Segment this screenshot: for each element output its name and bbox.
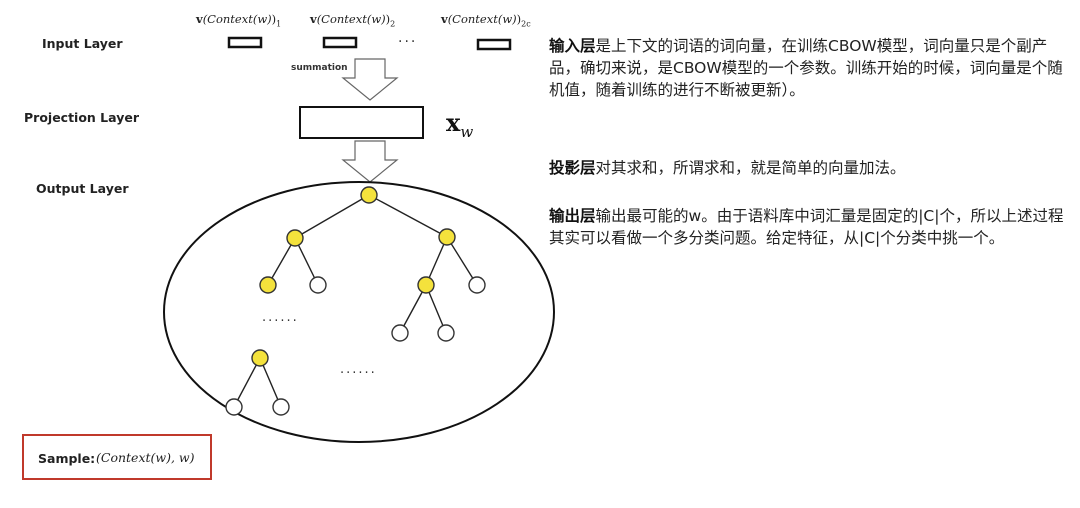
tree-node-internal — [259, 276, 277, 294]
description-input-layer-body: 是上下文的词语的词向量，在训练CBOW模型，词向量只是个副产品，确切来说，是CB… — [549, 37, 1063, 99]
context-vector-2-close: ) — [385, 12, 391, 26]
input-vector-box-2c — [476, 38, 512, 51]
tree-node-leaf — [391, 324, 409, 342]
sample-box: Sample: (Context(w), w) — [22, 434, 212, 480]
description-output-layer: 输出层输出最可能的w。由于语料库中词汇量是固定的|C|个，所以上述过程其实可以看… — [549, 205, 1069, 249]
context-vector-2-arg: (Context(w) — [316, 12, 386, 26]
context-vector-2c: v(Context(w))2c — [441, 12, 531, 28]
context-vector-2-sub: 2 — [390, 19, 396, 29]
context-vector-1-sub: 1 — [276, 19, 282, 29]
context-vector-1-v: v — [196, 12, 203, 26]
tree-node-leaf — [225, 398, 243, 416]
context-vector-2: v(Context(w))2 — [310, 12, 395, 28]
tree-ellipsis-right: ······ — [340, 366, 377, 381]
tree-ellipsis-left: ······ — [262, 314, 299, 329]
projection-box — [299, 106, 424, 139]
description-output-layer-body: 输出最可能的w。由于语料库中词汇量是固定的|C|个，所以上述过程其实可以看做一个… — [549, 207, 1064, 247]
tree-node-root — [360, 186, 378, 204]
description-input-layer-head: 输入层 — [549, 37, 596, 55]
tree-edge — [446, 236, 478, 286]
description-projection-layer-body: 对其求和，所谓求和，就是简单的向量加法。 — [595, 159, 906, 177]
projection-symbol-base: x — [446, 108, 461, 137]
output-ellipse — [163, 181, 555, 443]
context-vector-1: v(Context(w))1 — [196, 12, 281, 28]
context-vector-2c-sub: 2c — [521, 19, 531, 29]
input-layer-label: Input Layer — [42, 36, 123, 51]
context-vector-1-close: ) — [271, 12, 277, 26]
input-vector-box-1 — [227, 36, 263, 49]
tree-edge — [294, 194, 370, 239]
tree-node-internal — [417, 276, 435, 294]
tree-edge — [294, 237, 319, 286]
tree-edge — [368, 194, 448, 238]
description-projection-layer-head: 投影层 — [549, 159, 596, 177]
tree-edge — [259, 357, 282, 408]
tree-node-internal — [286, 229, 304, 247]
context-vector-2-v: v — [310, 12, 317, 26]
tree-node-leaf — [309, 276, 327, 294]
context-vector-2c-arg: (Context(w) — [447, 12, 517, 26]
projection-symbol-sub: w — [460, 122, 474, 141]
projection-symbol: xw — [446, 108, 473, 141]
tree-edge — [267, 237, 296, 286]
tree-edge — [425, 236, 448, 286]
context-vector-2c-close: ) — [516, 12, 522, 26]
output-layer-label: Output Layer — [36, 181, 129, 196]
output-arrow — [341, 140, 399, 183]
summation-arrow — [341, 58, 399, 101]
tree-edge — [399, 284, 427, 334]
context-vector-2c-v: v — [441, 12, 448, 26]
tree-node-internal — [251, 349, 269, 367]
tree-node-leaf — [272, 398, 290, 416]
cbow-diagram — [163, 36, 555, 443]
tree-node-leaf — [437, 324, 455, 342]
tree-node-leaf — [468, 276, 486, 294]
tree-node-internal — [438, 228, 456, 246]
input-vector-box-2 — [322, 36, 358, 49]
input-ellipsis: ··· — [398, 34, 418, 50]
tree-edge — [233, 357, 261, 408]
description-output-layer-head: 输出层 — [549, 207, 596, 225]
description-projection-layer: 投影层对其求和，所谓求和，就是简单的向量加法。 — [549, 157, 1069, 179]
context-vector-1-arg: (Context(w) — [202, 12, 272, 26]
summation-label: summation — [291, 63, 348, 73]
sample-value: (Context(w), w) — [96, 450, 195, 465]
sample-label: Sample: — [38, 451, 96, 466]
projection-layer-label: Projection Layer — [24, 110, 139, 125]
description-input-layer: 输入层是上下文的词语的词向量，在训练CBOW模型，词向量只是个副产品，确切来说，… — [549, 35, 1069, 101]
